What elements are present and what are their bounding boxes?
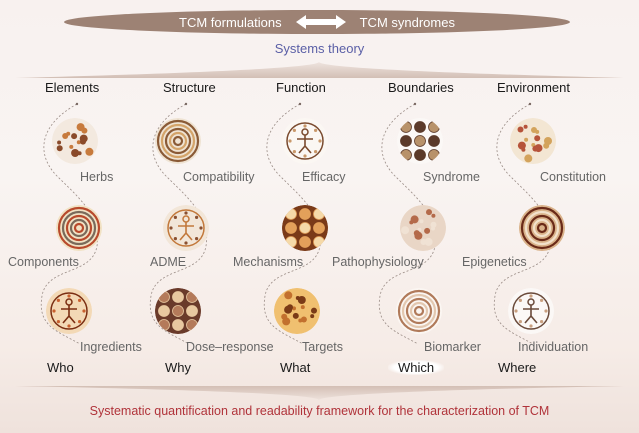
dashed-connector: [40, 103, 99, 345]
syndrome-icon: [397, 118, 443, 164]
concept-label: Syndrome: [423, 170, 480, 184]
compatibility-icon: [155, 118, 201, 164]
targets-icon: [274, 288, 320, 334]
question-which: Which: [388, 360, 445, 375]
connector-start-dot: [413, 102, 417, 106]
concept-label: Ingredients: [80, 340, 142, 354]
constitution-icon: [510, 118, 556, 164]
individuation-icon: [508, 288, 554, 334]
category-elements: Elements: [45, 80, 100, 95]
question-why: Why: [165, 360, 191, 375]
concept-label: Pathophysiology: [332, 255, 424, 269]
banner-right-label: TCM syndromes: [359, 14, 455, 30]
connector-start-dot: [528, 102, 532, 106]
category-function: Function: [276, 80, 326, 95]
mechanisms-icon: [282, 205, 328, 251]
concept-label: Efficacy: [302, 170, 346, 184]
category-environment: Environment: [497, 80, 570, 95]
question-where: Where: [498, 360, 537, 375]
dashed-connector: [149, 103, 208, 345]
double-arrow-icon: [295, 15, 346, 29]
concept-label: Constitution: [540, 170, 607, 184]
connector-start-dot: [75, 102, 79, 106]
dose-response-icon: [155, 288, 201, 334]
bottom-divider: [15, 384, 624, 402]
pathophysiology-icon: [400, 205, 446, 251]
question-who: Who: [47, 360, 74, 375]
banner-left-label: TCM formulations: [179, 14, 282, 30]
banner: TCM formulations TCM syndromes: [64, 10, 570, 34]
concept-label: Biomarker: [424, 340, 481, 354]
category-boundaries: Boundaries: [388, 80, 454, 95]
concept-label: Targets: [302, 340, 343, 354]
concept-label: Epigenetics: [462, 255, 527, 269]
connector-start-dot: [184, 102, 188, 106]
framework-caption: Systematic quantification and readabilit…: [89, 404, 550, 418]
biomarker-icon: [396, 288, 442, 334]
concept-label: Dose–response: [186, 340, 274, 354]
concept-label: ADME: [150, 255, 187, 269]
connector-start-dot: [298, 102, 302, 106]
question-what: What: [280, 360, 311, 375]
components-icon: [56, 205, 102, 251]
top-divider: [15, 62, 624, 80]
adme-icon: [163, 205, 209, 251]
concept-label: Herbs: [80, 170, 114, 184]
systems-theory-label: Systems theory: [274, 41, 365, 56]
concept-label: Mechanisms: [233, 255, 304, 269]
ingredients-icon: [46, 288, 92, 334]
epigenetics-icon: [519, 205, 565, 251]
category-structure: Structure: [163, 80, 216, 95]
concept-label: Compatibility: [183, 170, 255, 184]
efficacy-icon: [282, 118, 328, 164]
herbs-icon: [52, 118, 98, 164]
dashed-connector: [263, 103, 322, 345]
concept-label: Individuation: [518, 340, 589, 354]
concept-label: Components: [8, 255, 79, 269]
